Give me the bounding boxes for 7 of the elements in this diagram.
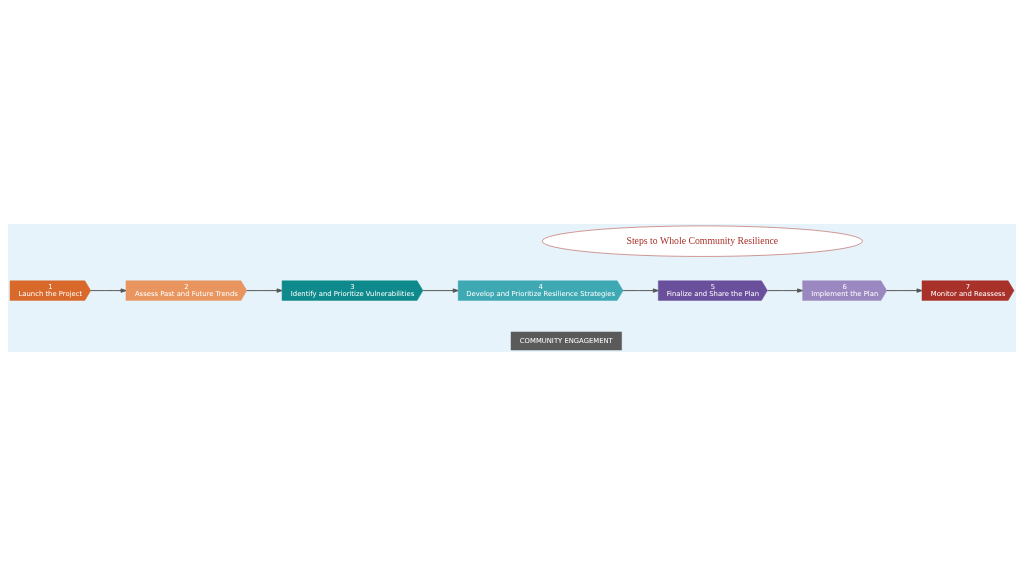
arrow <box>90 288 127 293</box>
arrow <box>886 288 923 293</box>
arrow <box>766 288 803 293</box>
arrow <box>246 288 283 293</box>
arrow <box>622 288 659 293</box>
arrow <box>422 288 459 293</box>
node-ellipse: Steps to Whole Community Resilience <box>541 225 863 257</box>
